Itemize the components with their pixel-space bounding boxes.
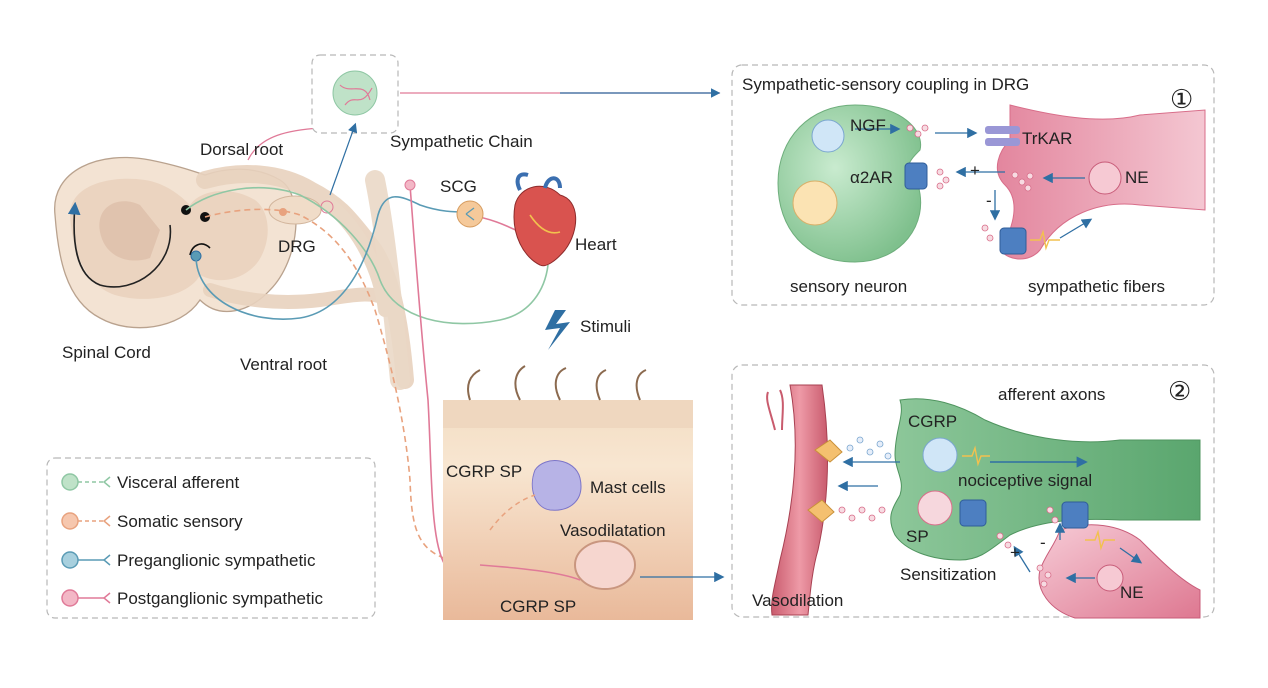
minus-sign-1: - (986, 191, 992, 210)
cgrp-label: CGRP (908, 412, 957, 431)
mast-cells-label: Mast cells (590, 478, 666, 497)
a2ar-label: α2AR (850, 168, 893, 187)
ne-label-1: NE (1125, 168, 1149, 187)
legend-label-postganglionic: Postganglionic sympathetic (117, 589, 324, 608)
legend-item-preganglionic: Preganglionic sympathetic (61, 551, 316, 570)
spinal-reflex-arrow (67, 201, 172, 288)
legend-item-somatic-sensory: Somatic sensory (61, 512, 243, 531)
sympathetic-chain-label: Sympathetic Chain (390, 132, 533, 151)
nociceptive-signal-label: nociceptive signal (958, 471, 1092, 490)
heart-label: Heart (575, 235, 617, 254)
cgrp-sp-upper-label: CGRP SP (446, 462, 522, 481)
trkar-label: TrKAR (1022, 129, 1072, 148)
sympathetic-fibers-label: sympathetic fibers (1028, 277, 1165, 296)
blood-vessel-icon (574, 540, 636, 590)
minus-sign-2: - (1040, 533, 1046, 552)
legend-item-postganglionic: Postganglionic sympathetic (61, 589, 324, 608)
scg-heart-group (404, 172, 577, 267)
ne-label-2: NE (1120, 583, 1144, 602)
lightning-icon (545, 310, 570, 350)
ventral-root-label: Ventral root (240, 355, 327, 374)
legend-label-preganglionic: Preganglionic sympathetic (117, 551, 316, 570)
plus-sign-1: + (970, 161, 980, 180)
legend-label-somatic-sensory: Somatic sensory (117, 512, 243, 531)
nerve-roots (185, 127, 591, 573)
chain-zoom-box (311, 54, 721, 196)
panel-1: Sympathetic-sensory coupling in DRG ① NG… (731, 64, 1215, 306)
vasodilatation-label: Vasodilatation (560, 521, 666, 540)
stimuli-label: Stimuli (580, 317, 631, 336)
ngf-label: NGF (850, 116, 886, 135)
plus-sign-2: + (1010, 543, 1020, 562)
panel1-title: Sympathetic-sensory coupling in DRG (742, 75, 1029, 94)
spinal-cord-label: Spinal Cord (62, 343, 151, 362)
cgrp-sp-lower-label: CGRP SP (500, 597, 576, 616)
panel1-number: ① (1170, 84, 1193, 114)
scg-label: SCG (440, 177, 477, 196)
legend-item-visceral-afferent: Visceral afferent (61, 473, 239, 492)
sensitization-label: Sensitization (900, 565, 996, 584)
sp-label: SP (906, 527, 929, 546)
heart-icon (513, 172, 577, 267)
dorsal-root-label: Dorsal root (200, 140, 283, 159)
spinal-cord-group (54, 156, 297, 329)
drg-label: DRG (278, 237, 316, 256)
panel-2: ② afferent axons (731, 364, 1215, 619)
legend-label-visceral-afferent: Visceral afferent (117, 473, 239, 492)
legend: Visceral afferent Somatic sensory Pregan… (46, 457, 376, 619)
afferent-axons-label: afferent axons (998, 385, 1105, 404)
panel2-number: ② (1168, 376, 1191, 406)
vasodilation-label: Vasodilation (752, 591, 843, 610)
mast-cell-icon (531, 460, 582, 511)
blood-vessel (771, 384, 829, 616)
sensory-neuron-label: sensory neuron (790, 277, 907, 296)
skin-block (443, 365, 725, 620)
